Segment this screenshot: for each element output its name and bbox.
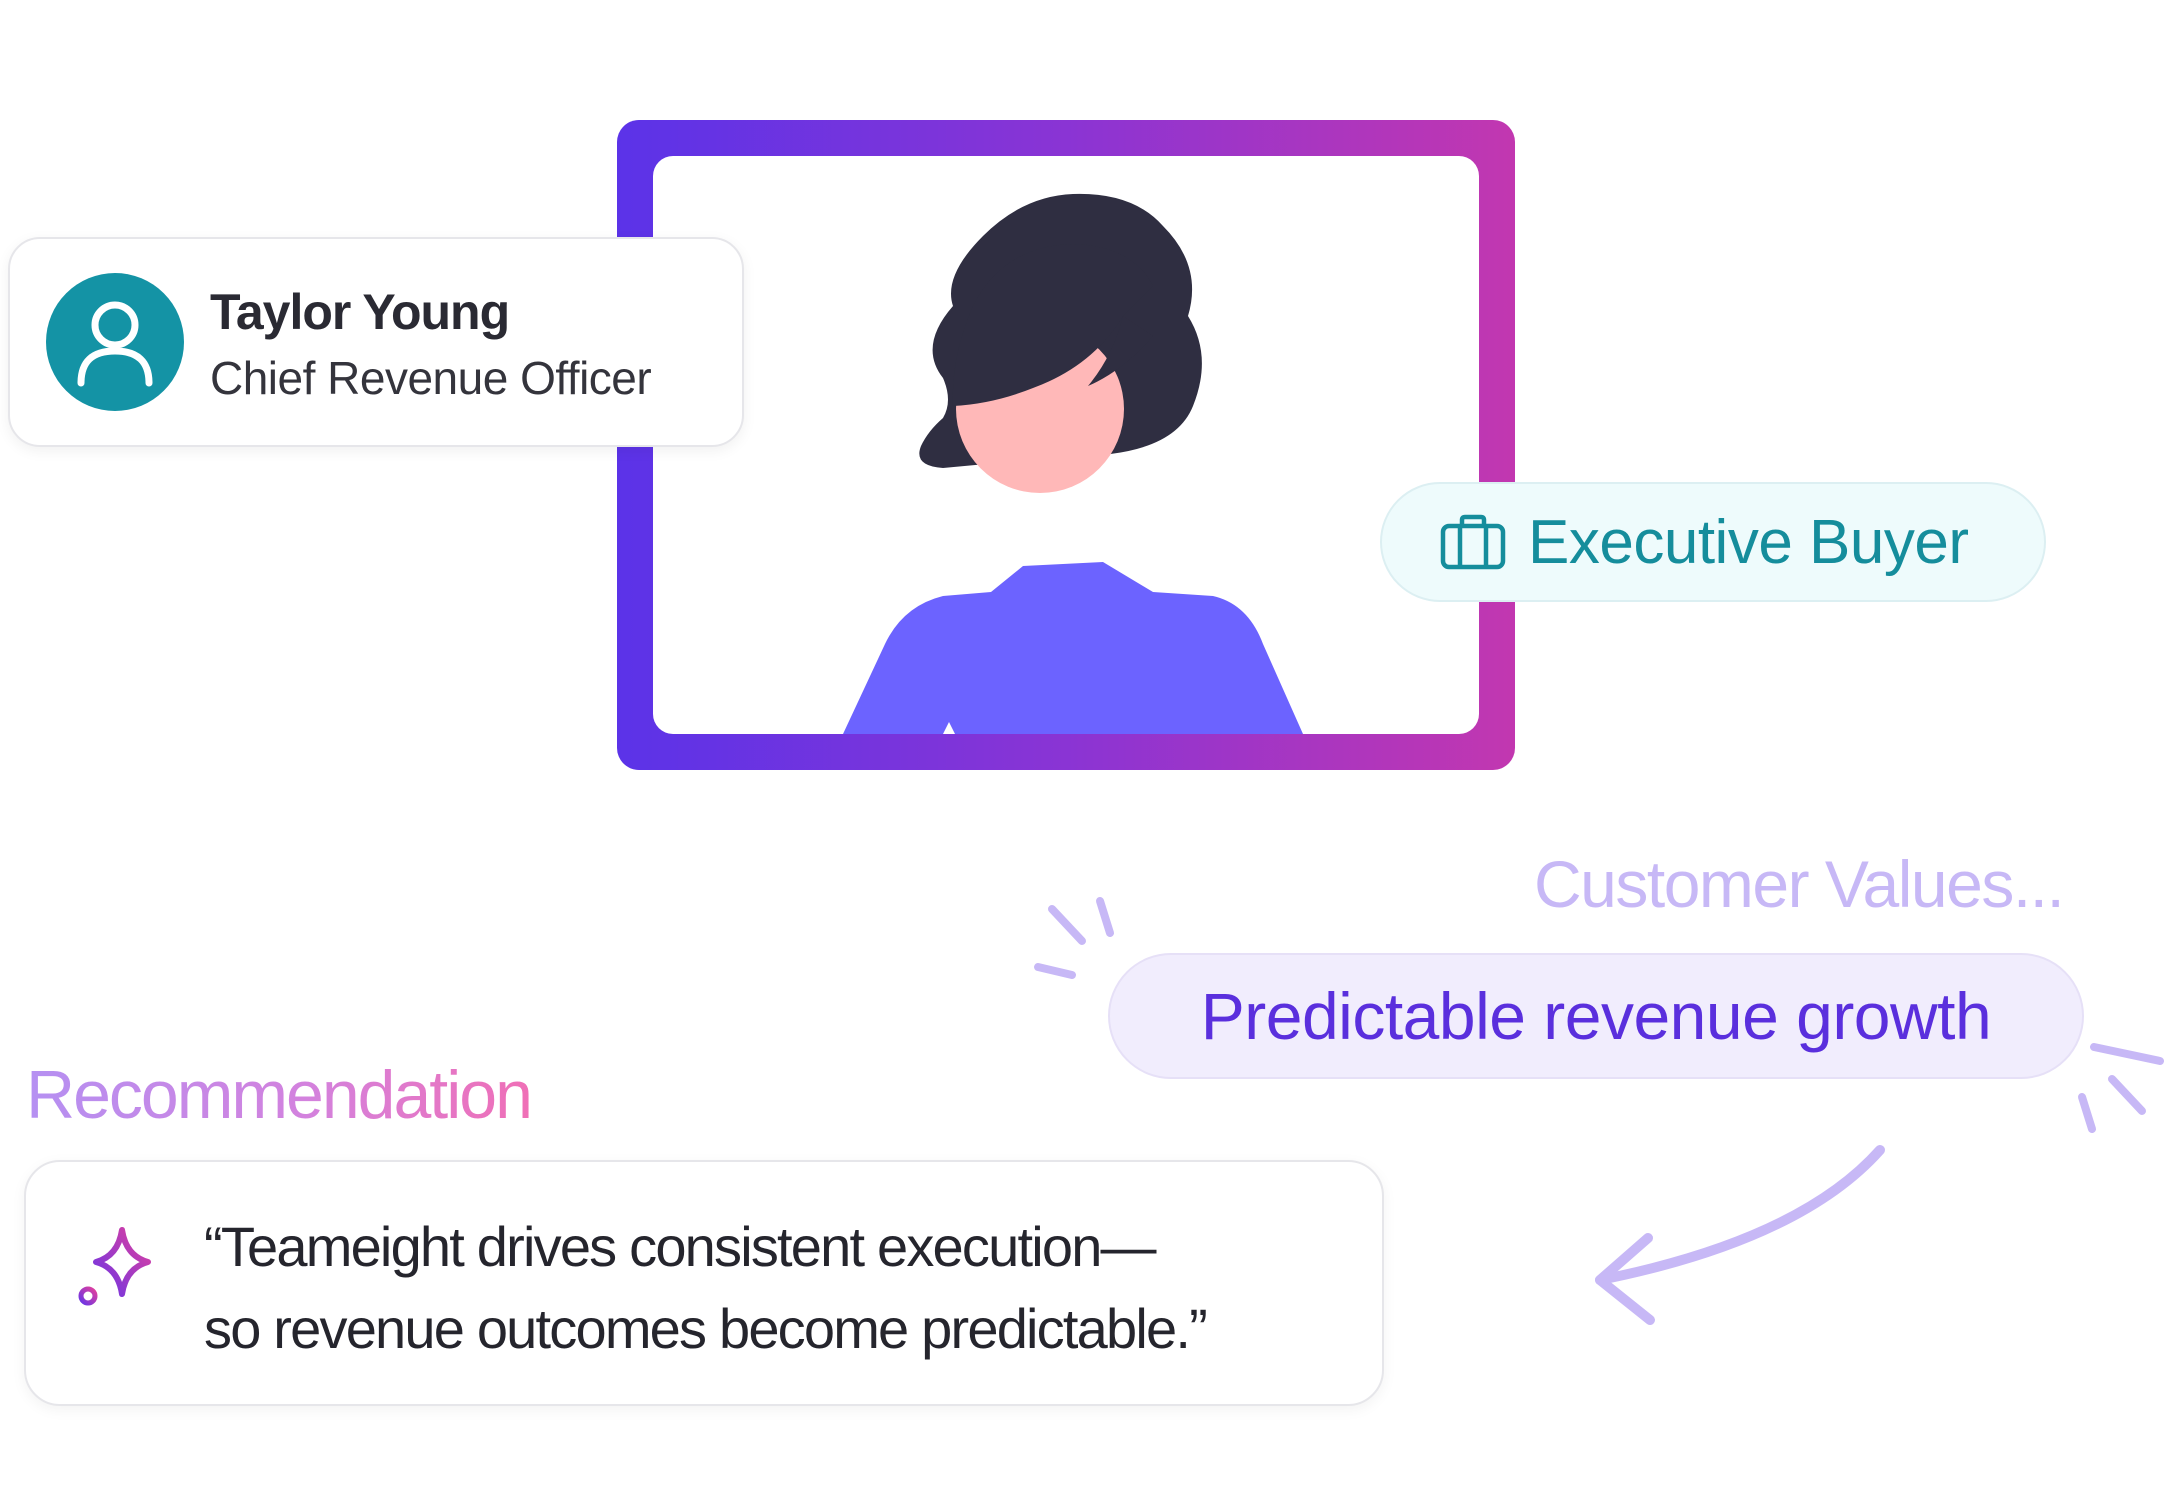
- burst-lines-right-icon: [2078, 1043, 2164, 1133]
- recommendation-line-2: so revenue outcomes become predictable.”: [204, 1297, 1208, 1360]
- burst-lines-left-icon: [1034, 897, 1114, 979]
- profile-card: Taylor Young Chief Revenue Officer: [8, 237, 744, 447]
- customer-value-pill: Predictable revenue growth: [1108, 953, 2084, 1079]
- recommendation-text: “Teameight drives consistent execution— …: [204, 1206, 1354, 1370]
- curved-arrow-icon: [1595, 1145, 1885, 1325]
- briefcase-icon: [1440, 514, 1506, 570]
- person-illustration: [843, 193, 1303, 734]
- user-icon: [46, 273, 184, 411]
- recommendation-card: “Teameight drives consistent execution— …: [24, 1160, 1384, 1406]
- executive-buyer-badge: Executive Buyer: [1380, 482, 2046, 602]
- customer-value-label: Predictable revenue growth: [1200, 979, 1992, 1053]
- customer-values-title: Customer Values...: [1534, 847, 2065, 921]
- recommendation-title: Recommendation: [26, 1057, 533, 1133]
- video-frame-inner: [653, 156, 1479, 734]
- profile-role: Chief Revenue Officer: [210, 352, 652, 404]
- executive-buyer-label: Executive Buyer: [1528, 507, 1969, 577]
- profile-name: Taylor Young: [210, 284, 510, 340]
- video-frame: [617, 120, 1515, 770]
- recommendation-line-1: “Teameight drives consistent execution—: [204, 1215, 1157, 1278]
- sparkles-icon: [78, 1217, 166, 1306]
